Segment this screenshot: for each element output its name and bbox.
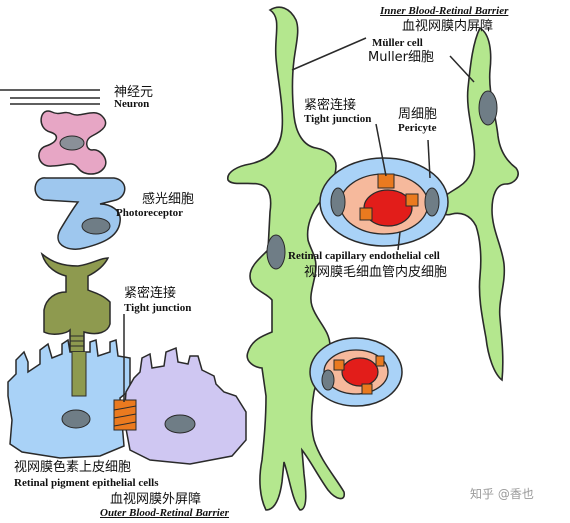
- photoreceptor-cell: [34, 177, 126, 250]
- inner-barrier-title-en: Inner Blood-Retinal Barrier: [380, 5, 509, 17]
- pointer-lines: [291, 37, 475, 251]
- endothelial-label-zh: 视网膜毛细血管内皮细胞: [304, 265, 448, 280]
- outer-barrier-title-en: Outer Blood-Retinal Barrier: [100, 507, 229, 519]
- endothelial-pointer: [397, 231, 401, 251]
- pericyte-label-en: Pericyte: [398, 122, 437, 134]
- rpe-nucleus-lilac: [164, 414, 196, 434]
- muller-cell-right: [439, 26, 519, 382]
- tight-junction-right-pointer: [375, 123, 387, 177]
- neuron-label-zh: 神经元: [114, 85, 154, 100]
- outer-barrier-title-zh: 血视网膜外屏障: [110, 492, 202, 507]
- watermark: 知乎 @香也: [470, 487, 534, 501]
- capillary-upper: [319, 157, 449, 247]
- inner-barrier-title-zh: 血视网膜内屏障: [402, 19, 494, 34]
- rpe-cell-lilac: [123, 346, 247, 465]
- rpe-label-en: Retinal pigment epithelial cells: [14, 477, 159, 489]
- tight-junction-right-label-en: Tight junction: [304, 113, 372, 125]
- endothelial-label-en: Retinal capillary endothelial cell: [288, 250, 440, 262]
- photoreceptor-label-zh: 感光细胞: [142, 192, 195, 207]
- muller-left-nucleus: [266, 234, 286, 270]
- rpe-nucleus-blue: [61, 409, 91, 429]
- tight-junction-left-label-en: Tight junction: [124, 302, 192, 314]
- muller-pointer-left: [291, 37, 367, 71]
- photoreceptor-stalk: [40, 251, 111, 353]
- photoreceptor-nucleus: [81, 217, 111, 235]
- rpe-villi-stalk: [71, 352, 87, 397]
- pericyte-pointer: [427, 139, 431, 179]
- rpe-label-zh: 视网膜色素上皮细胞: [14, 460, 132, 475]
- muller-right-nucleus: [478, 90, 498, 126]
- capillary-lower: [309, 337, 403, 407]
- muller-label-en: Müller cell: [372, 37, 423, 49]
- tight-junction-right-label-zh: 紧密连接: [304, 98, 357, 113]
- muller-pointer-right: [449, 55, 475, 83]
- tight-junction-left-label-zh: 紧密连接: [124, 286, 177, 301]
- pericyte-label-zh: 周细胞: [398, 107, 438, 122]
- tight-junction-left: [113, 399, 137, 431]
- neuron-nucleus: [59, 135, 85, 151]
- neuron-axon-lines: [0, 89, 100, 105]
- rpe-cell-blue: [7, 338, 131, 459]
- photoreceptor-label-en: Photoreceptor: [116, 207, 183, 219]
- neuron-label-en: Neuron: [114, 98, 150, 110]
- muller-label-zh: Muller细胞: [368, 50, 435, 65]
